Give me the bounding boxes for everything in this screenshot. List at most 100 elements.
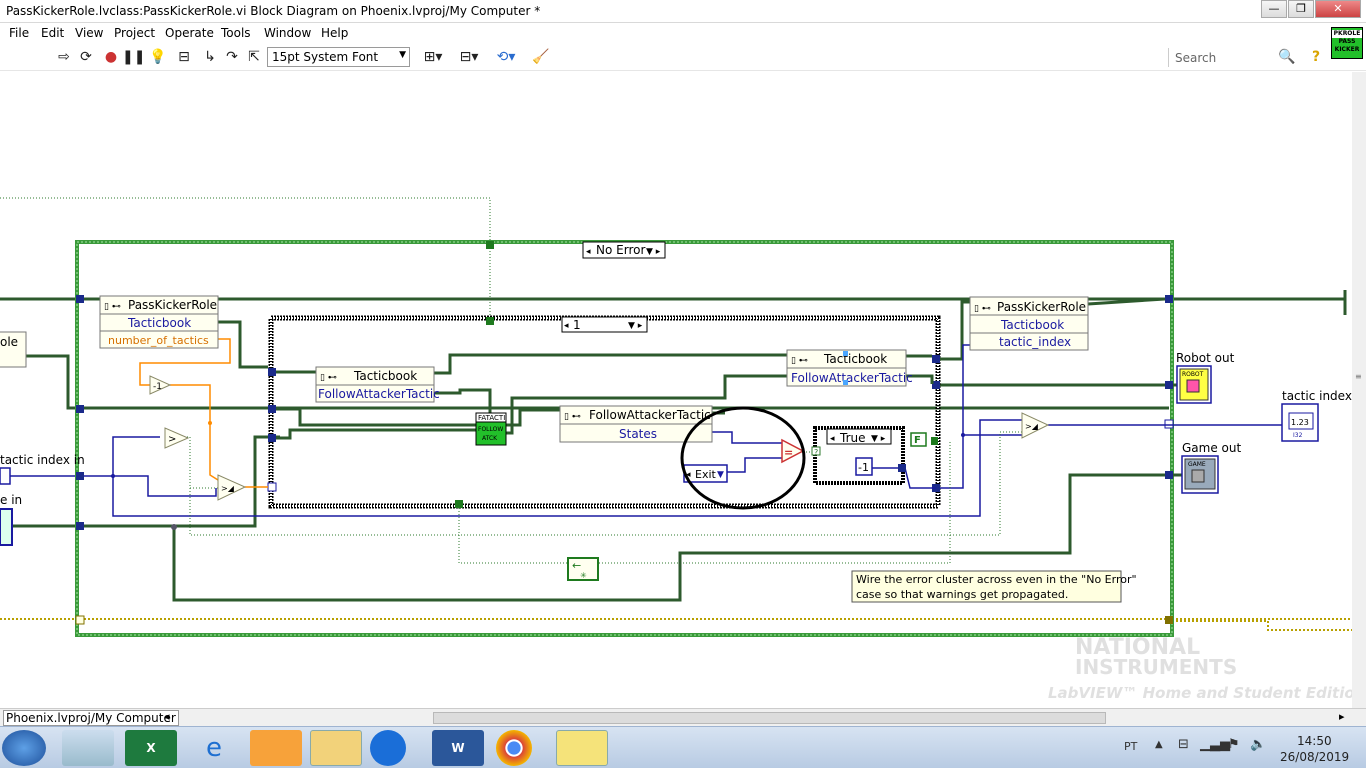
- svg-text:▼ ▸: ▼ ▸: [871, 434, 886, 444]
- svg-text:FOLLOW: FOLLOW: [478, 426, 503, 433]
- step-out-icon[interactable]: ⇱: [248, 49, 260, 65]
- svg-text:1.23: 1.23: [1291, 418, 1309, 427]
- tray-arrow-icon[interactable]: ▲: [1155, 739, 1163, 750]
- true-case-selector[interactable]: [826, 428, 892, 445]
- menu-tools[interactable]: Tools: [221, 26, 251, 40]
- pause-icon[interactable]: ❚❚: [122, 49, 146, 65]
- svg-text:FATACTI: FATACTI: [478, 414, 505, 422]
- svg-text:←: ←: [572, 559, 581, 572]
- chevron-left-icon[interactable]: ◂: [164, 710, 170, 723]
- wire[interactable]: [0, 354, 1169, 410]
- bundle-node-pkr-right[interactable]: ▯ ⊷ PassKickerRole Tacticbook tactic_ind…: [969, 296, 1089, 351]
- wire[interactable]: [0, 197, 491, 320]
- chevron-right-icon[interactable]: ▸: [1339, 710, 1345, 723]
- svg-text:-1: -1: [858, 461, 869, 474]
- menu-view[interactable]: View: [75, 26, 104, 40]
- unbundle-node-fat[interactable]: ▯ ⊷ FollowAttackerTactic States: [559, 405, 713, 443]
- run-arrow-icon[interactable]: ⇨: [58, 49, 70, 65]
- svg-text:LabVIEW™ Home and Student Edit: LabVIEW™ Home and Student Edition: [1048, 684, 1352, 702]
- svg-text:-1: -1: [153, 382, 162, 392]
- teamviewer-app-icon[interactable]: [370, 730, 406, 766]
- abort-icon[interactable]: ●: [104, 49, 118, 65]
- wire[interactable]: [8, 435, 280, 528]
- horizontal-scrollbar[interactable]: [433, 712, 1106, 724]
- wire[interactable]: [1172, 620, 1352, 631]
- distribute-objects-icon[interactable]: ⊟▾: [459, 49, 479, 65]
- menu-file[interactable]: File: [9, 26, 30, 40]
- highlight-execution-icon[interactable]: 💡: [149, 49, 167, 65]
- close-button[interactable]: ✕: [1315, 0, 1361, 18]
- ie-app-icon[interactable]: e: [206, 733, 222, 763]
- tunnel: [1165, 295, 1173, 303]
- minimize-button[interactable]: —: [1261, 0, 1287, 18]
- menu-project[interactable]: Project: [114, 26, 156, 40]
- notes-app-icon[interactable]: [62, 730, 114, 766]
- cleanup-diagram-icon[interactable]: 🧹: [532, 49, 550, 65]
- svg-text:PassKickerRole: PassKickerRole: [997, 300, 1086, 314]
- search-input[interactable]: Search: [1168, 48, 1303, 67]
- exit-enum-constant[interactable]: ◂ Exit ▼: [683, 464, 728, 483]
- error-handler-icon[interactable]: ← ✳: [567, 557, 599, 581]
- menu-edit[interactable]: Edit: [41, 26, 65, 40]
- inner-case-structure[interactable]: ◂ 1 ▼ ▸: [267, 315, 941, 509]
- search-icon[interactable]: 🔍: [1278, 49, 1296, 65]
- svg-text:▼ ▸: ▼ ▸: [628, 321, 643, 331]
- title-bar: PassKickerRole.lvclass:PassKickerRole.vi…: [0, 0, 1366, 23]
- excel-app-icon[interactable]: X: [125, 730, 177, 766]
- svg-text:FollowAttackerTactic: FollowAttackerTactic: [589, 408, 711, 422]
- vertical-scrollbar[interactable]: ≡: [1352, 72, 1366, 708]
- tactic-index-indicator[interactable]: tactic index 1.23 I32: [1281, 389, 1352, 442]
- retain-wire-values-icon[interactable]: ⊟: [178, 49, 190, 65]
- svg-text:NATIONAL: NATIONAL: [1075, 635, 1200, 660]
- svg-text:Wire the error cluster across: Wire the error cluster across even in th…: [856, 573, 1137, 601]
- unbundle-node-pkr-left[interactable]: ▯ ⊷ PassKickerRole Tacticbook number_of_…: [99, 295, 219, 349]
- bundle-node-tacticbook-right[interactable]: ▯ ⊷ Tacticbook FollowAttackerTactic: [786, 349, 913, 387]
- decrement-function[interactable]: -1: [149, 375, 172, 395]
- project-label[interactable]: Phoenix.lvproj/My Computer: [3, 710, 179, 726]
- outer-case-structure[interactable]: ◂ No Error ▼ ▸: [75, 240, 1174, 637]
- media-player-icon[interactable]: [250, 730, 302, 766]
- greater-function[interactable]: >: [164, 427, 190, 449]
- font-select[interactable]: 15pt System Font ▼: [267, 47, 410, 67]
- help-icon[interactable]: ?: [1311, 49, 1321, 65]
- word-app-icon[interactable]: W: [432, 730, 484, 766]
- svg-text:F: F: [914, 435, 921, 446]
- chrome-app-icon[interactable]: [496, 730, 532, 766]
- bool-constant[interactable]: F: [910, 432, 938, 447]
- language-indicator[interactable]: PT: [1124, 740, 1138, 753]
- equal-function[interactable]: =: [781, 438, 805, 464]
- block-diagram[interactable]: ◂ No Error ▼ ▸ ◂ 1 ▼ ▸: [0, 72, 1352, 708]
- numeric-constant[interactable]: [855, 457, 873, 476]
- select-function-right[interactable]: >◢: [1021, 412, 1050, 439]
- start-button-icon[interactable]: [2, 730, 46, 766]
- game-out-indicator[interactable]: Game out GAME: [1181, 441, 1241, 494]
- clock-date[interactable]: 26/08/2019: [1280, 750, 1350, 764]
- volume-icon[interactable]: 🔈: [1250, 737, 1267, 752]
- flag-icon[interactable]: ⚑: [1228, 737, 1240, 752]
- follow-attacker-subvi[interactable]: FATACTI FOLLOW ATCK: [475, 412, 507, 446]
- select-function[interactable]: >◢: [217, 474, 247, 501]
- explorer-app-icon[interactable]: [310, 730, 362, 766]
- run-continuously-icon[interactable]: ⟳: [80, 49, 92, 65]
- svg-text:ROBOT: ROBOT: [1182, 371, 1204, 378]
- menu-operate[interactable]: Operate: [165, 26, 214, 40]
- tunnel: [76, 405, 84, 413]
- maximize-button[interactable]: ❐: [1288, 0, 1314, 18]
- menu-window[interactable]: Window: [264, 26, 312, 40]
- ni-watermark: NATIONAL INSTRUMENTS LabVIEW™ Home and S…: [1048, 635, 1352, 702]
- align-objects-icon[interactable]: ⊞▾: [423, 49, 443, 65]
- clock-time[interactable]: 14:50: [1297, 734, 1332, 748]
- network-icon[interactable]: ⊟: [1178, 737, 1189, 752]
- reorder-icon[interactable]: ⟲▾: [496, 49, 516, 65]
- step-over-icon[interactable]: ↷: [226, 49, 238, 65]
- class-icon: ▯ ⊷: [320, 373, 337, 383]
- labview-app-icon[interactable]: [556, 730, 608, 766]
- robot-out-indicator[interactable]: Robot out ROBOT: [1176, 351, 1235, 404]
- step-into-icon[interactable]: ↳: [204, 49, 216, 65]
- inner-case-selector[interactable]: [561, 316, 648, 333]
- signal-icon[interactable]: ▁▃▅: [1200, 737, 1230, 752]
- menu-help[interactable]: Help: [321, 26, 349, 40]
- true-case-structure[interactable]: ◂ True ▼ ▸ ? -1: [811, 426, 906, 485]
- case-selector[interactable]: [582, 241, 666, 259]
- unbundle-node-tacticbook-left[interactable]: ▯ ⊷ Tacticbook FollowAttackerTactic: [315, 366, 440, 403]
